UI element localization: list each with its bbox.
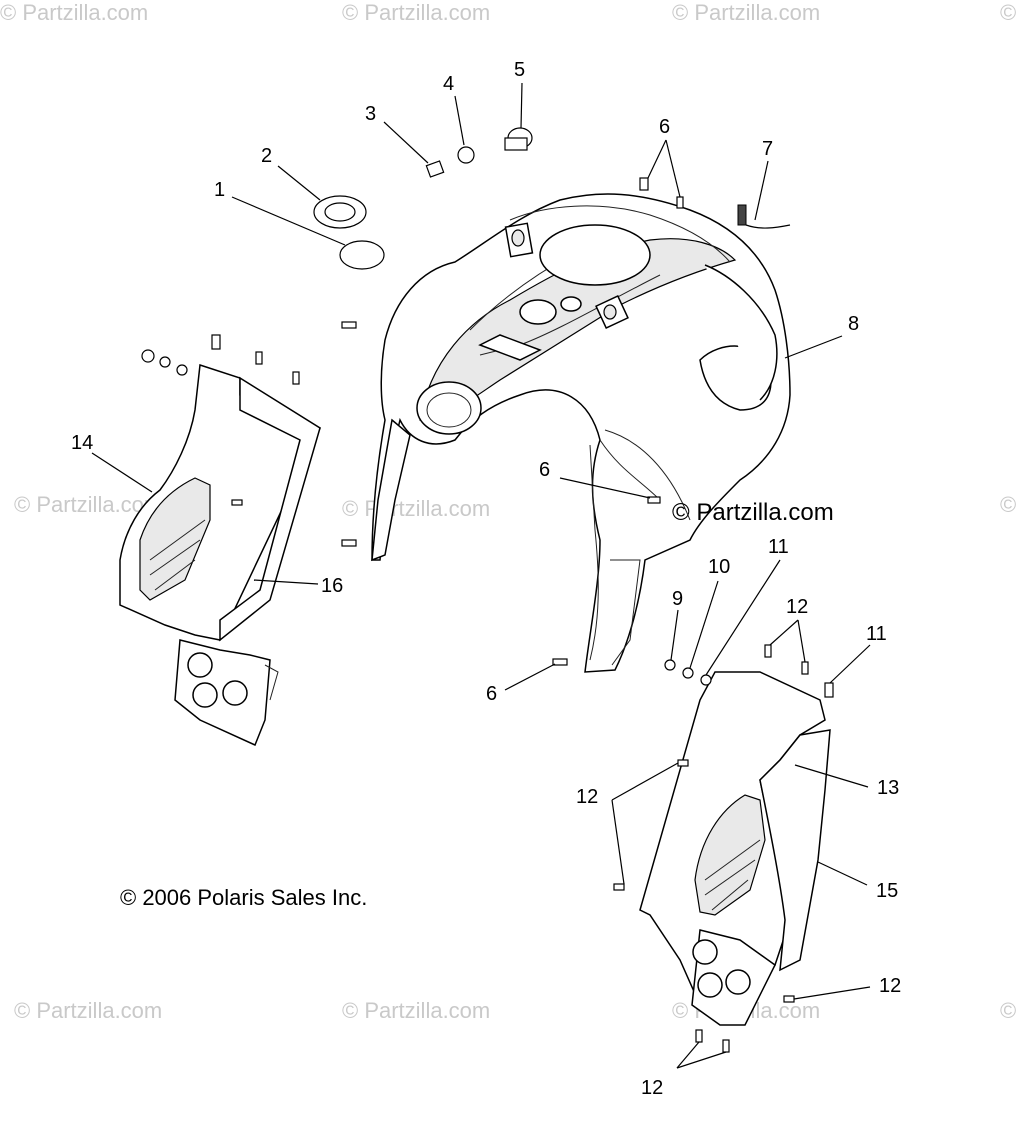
callout-label: 3 xyxy=(365,103,376,125)
sensor-part xyxy=(737,204,791,229)
callout-label: 11 xyxy=(866,623,887,645)
callout-labels: 1 2 3 4 5 6 6 7 8 6 9 10 11 12 11 12 13 … xyxy=(71,59,901,1099)
watermark: © Partzilla.com xyxy=(342,0,490,25)
watermark: © Partzilla.com xyxy=(0,0,148,25)
watermark: © Partzilla.com xyxy=(342,496,490,521)
left-side-panel xyxy=(119,364,321,747)
watermark: © Partzilla.com xyxy=(14,492,162,517)
copyright-notice: © 2006 Polaris Sales Inc. xyxy=(120,885,367,910)
nut-part xyxy=(457,146,475,164)
o-ring-part xyxy=(339,240,385,270)
callout-label: 10 xyxy=(708,556,730,578)
callout-label: 12 xyxy=(576,786,598,808)
callout-label: 12 xyxy=(786,596,808,618)
callout-label: 11 xyxy=(768,536,789,558)
callout-label: 1 xyxy=(214,179,225,201)
callout-label: 7 xyxy=(762,138,773,160)
callout-label: 16 xyxy=(321,575,343,597)
grommet-part xyxy=(313,195,367,229)
right-side-panel xyxy=(639,671,831,1026)
callout-label: 4 xyxy=(443,73,454,95)
callout-label: 15 xyxy=(876,880,898,902)
callout-label: 14 xyxy=(71,432,93,454)
callout-label: 5 xyxy=(514,59,525,81)
leader-lines xyxy=(91,82,871,1069)
callout-label: 9 xyxy=(672,588,683,610)
callout-label: 8 xyxy=(848,313,859,335)
hood-panel xyxy=(371,193,791,673)
callout-label: 6 xyxy=(539,459,550,481)
callout-label: 6 xyxy=(486,683,497,705)
watermark: © Partzilla.com xyxy=(14,998,162,1023)
switch-part xyxy=(504,127,533,151)
center-watermark: © Partzilla.com xyxy=(672,499,834,526)
watermark: © xyxy=(1000,998,1016,1023)
watermark: © xyxy=(1000,0,1016,25)
key-part xyxy=(425,160,445,178)
callout-label: 2 xyxy=(261,145,272,167)
callout-label: 12 xyxy=(641,1077,663,1099)
watermark: © Partzilla.com xyxy=(342,998,490,1023)
watermark: © Partzilla.com xyxy=(672,0,820,25)
callout-label: 6 xyxy=(659,116,670,138)
watermark: © xyxy=(1000,492,1016,517)
fasteners xyxy=(141,177,834,1053)
callout-label: 13 xyxy=(877,777,899,799)
callout-label: 12 xyxy=(879,975,901,997)
